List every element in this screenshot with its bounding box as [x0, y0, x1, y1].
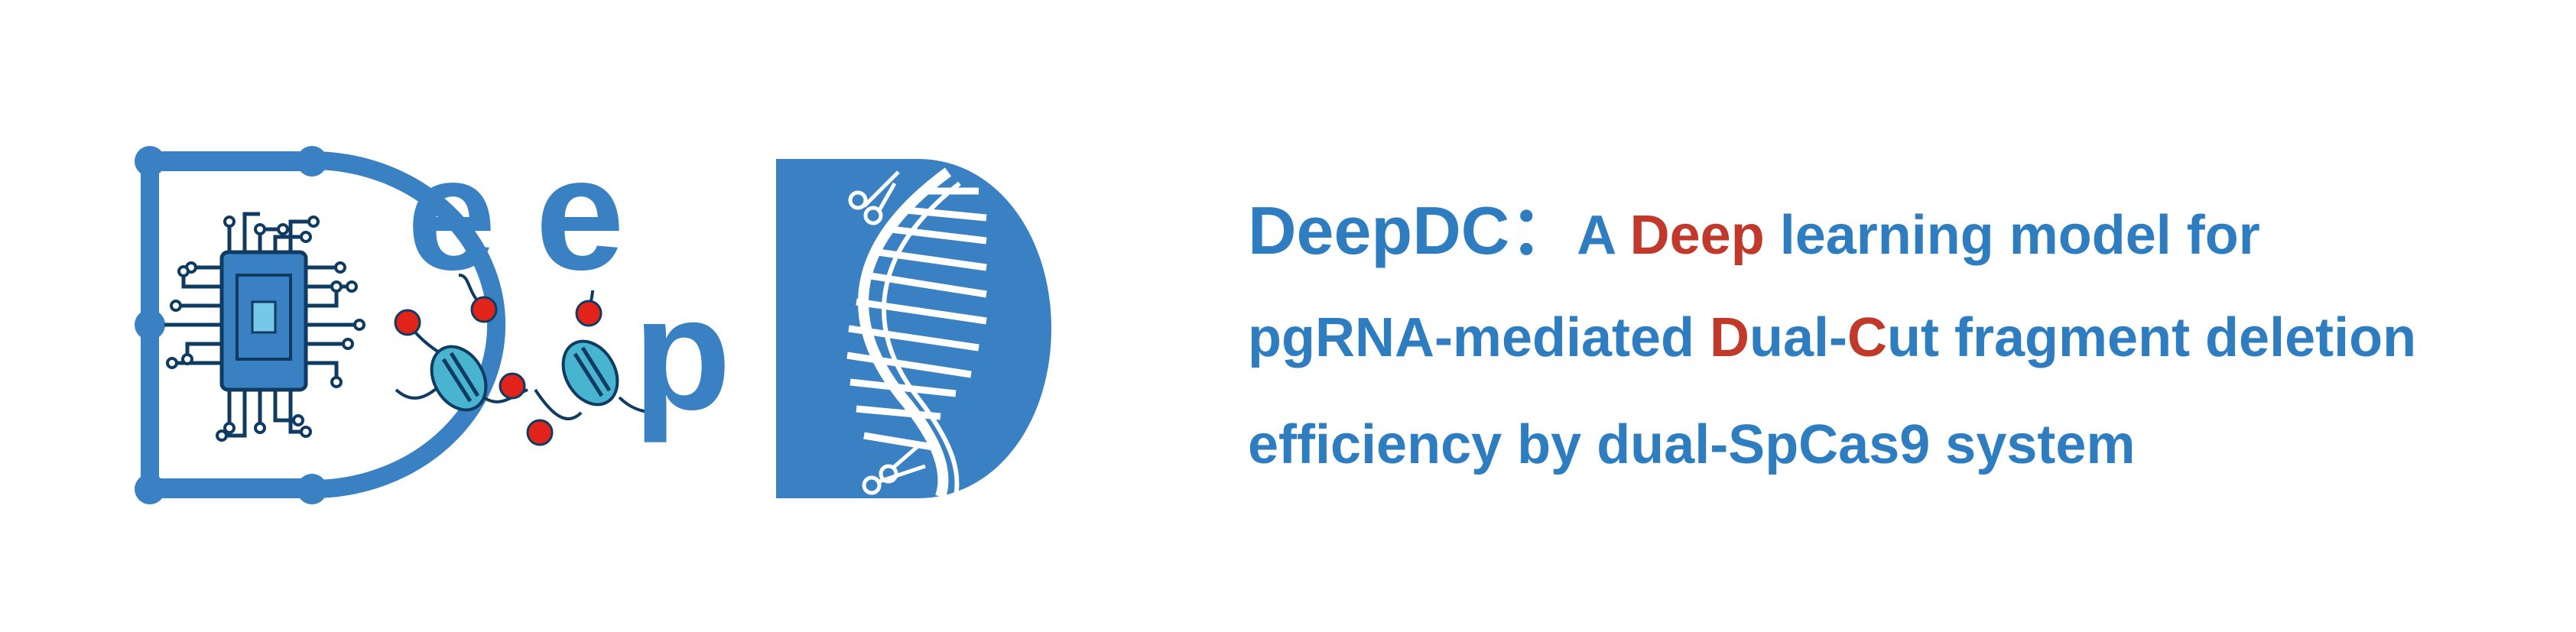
- headline-line-1-pre: A: [1577, 205, 1630, 266]
- headline-accent-d: D: [1710, 307, 1750, 368]
- nucleosome-icon: [561, 339, 619, 407]
- headline-line-1-post: learning model for: [1764, 205, 2260, 266]
- deepdc-logo: e e p: [135, 124, 1051, 504]
- scissors-icon: [862, 442, 926, 495]
- headline-line-1: DeepDC：A Deep learning model for: [1248, 177, 2548, 284]
- headline: DeepDC：A Deep learning model for pgRNA-m…: [1248, 177, 2548, 498]
- logo-letter-e: e: [407, 124, 496, 303]
- dna-helix-icon: [846, 167, 987, 499]
- headline-line-2: pgRNA-mediated Dual-Cut fragment deletio…: [1248, 284, 2548, 391]
- d-frame: [135, 146, 506, 504]
- headline-line-2-post: ut fragment deletion: [1887, 307, 2417, 368]
- logo-letter-e: e: [535, 124, 625, 303]
- headline-title: DeepDC：: [1248, 193, 1577, 268]
- headline-line-3: efficiency by dual-SpCas9 system: [1248, 414, 2136, 475]
- dna-d-shape: [776, 159, 1051, 499]
- headline-line-2-mid: ual-: [1749, 307, 1848, 368]
- headline-accent-c: C: [1847, 307, 1888, 368]
- headline-accent-deep: Deep: [1629, 205, 1765, 266]
- logo-letter-p: p: [633, 264, 731, 443]
- red-node: [394, 296, 603, 446]
- scissors-icon: [848, 170, 900, 225]
- nucleosome-icon: [430, 345, 488, 412]
- headline-line-2-pre: pgRNA-mediated: [1248, 307, 1710, 368]
- chip-circuit-icon: [164, 212, 365, 442]
